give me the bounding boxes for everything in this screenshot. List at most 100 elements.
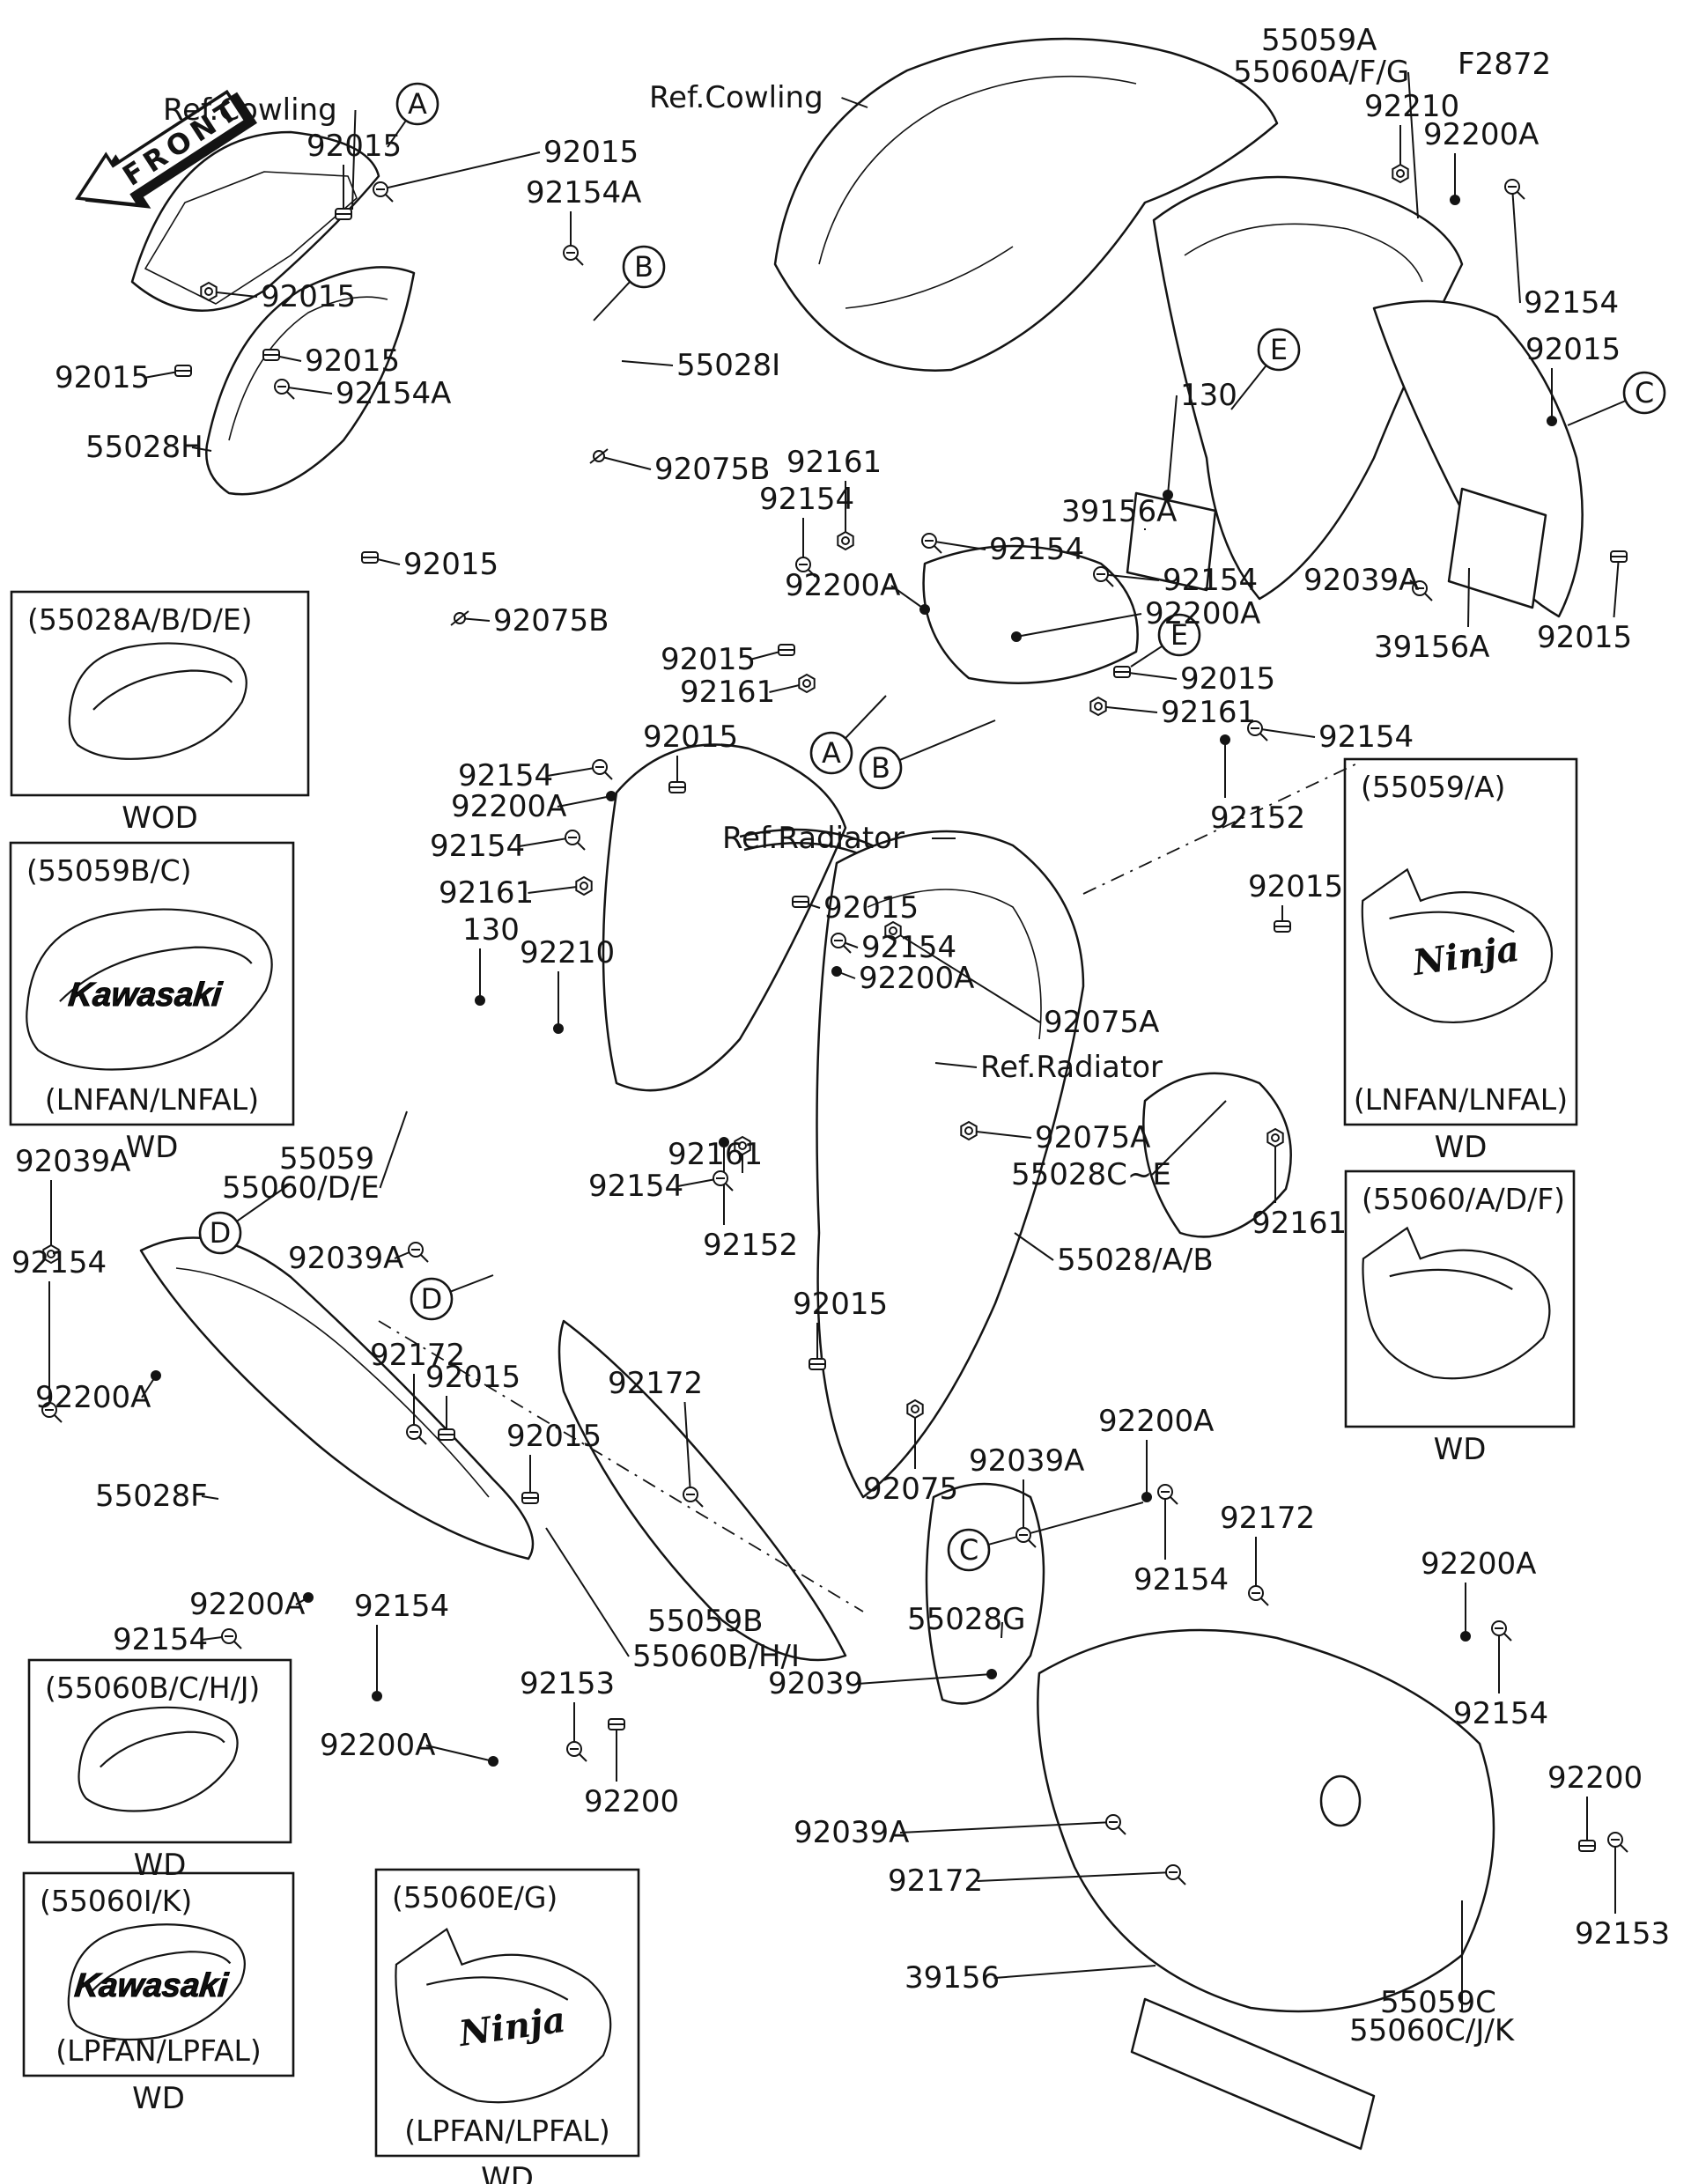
part-number-label: 92161: [668, 1137, 764, 1172]
reference-label: Ref.Cowling: [649, 80, 823, 115]
rivet-icon: [303, 1592, 314, 1603]
screw-icon: [1015, 1527, 1037, 1548]
inset-box-variant-code: (LPFAN/LPFAL): [55, 2033, 262, 2068]
inset-box-caption: WOD: [122, 801, 198, 836]
grommet-icon: [778, 644, 795, 656]
rivet-icon: [1163, 490, 1173, 500]
part-number-label: 92200A: [1421, 1546, 1537, 1582]
rivet-icon: [151, 1370, 161, 1381]
part-number-label: 92015: [543, 135, 639, 170]
grommet-icon: [809, 1358, 826, 1370]
inset-box-title: (55059B/C): [26, 853, 192, 888]
screw-icon: [1165, 1864, 1186, 1885]
pin-icon: [589, 448, 609, 464]
inset-box: [9, 841, 295, 1126]
screw-icon: [1412, 580, 1433, 601]
part-outlines: [130, 37, 1584, 2151]
nut-icon: [1392, 163, 1409, 184]
part-number-label: 92152: [703, 1228, 799, 1263]
inset-box-caption: WD: [481, 2161, 534, 2184]
part-number-label: 92154: [1524, 285, 1620, 321]
screw-icon: [41, 1402, 63, 1423]
screw-icon: [592, 759, 613, 780]
part-number-label: 92075A: [1035, 1120, 1151, 1155]
svg-text:B: B: [634, 250, 654, 284]
reference-label: F2872: [1458, 47, 1552, 82]
part-number-label: 92200A: [1145, 596, 1261, 631]
part-number-label: 92039A: [969, 1443, 1085, 1479]
screw-icon: [1247, 720, 1268, 742]
pin-icon: [450, 610, 469, 626]
part-number-label: 92154: [1453, 1696, 1549, 1731]
rivet-icon: [919, 604, 930, 615]
inset-box-title: (55028A/B/D/E): [27, 602, 253, 637]
part-number-label: 55028/A/B: [1057, 1243, 1214, 1278]
part-number-label: 92200: [584, 1784, 680, 1819]
inset-box: [10, 590, 310, 797]
part-number-label: 92015: [261, 279, 357, 314]
part-number-label: 92161: [680, 675, 776, 710]
callout-circle-D: D: [198, 1211, 242, 1255]
part-number-label: 92154A: [336, 376, 452, 411]
part-number-label: 39156A: [1061, 494, 1178, 529]
part-number-label: 92015: [643, 719, 739, 755]
screw-icon: [274, 379, 295, 400]
grommet-icon: [1610, 550, 1628, 563]
svg-text:A: A: [822, 736, 841, 770]
part-number-label: 39156A: [1374, 630, 1490, 665]
part-number-label: 92015: [305, 343, 401, 379]
part-number-label: 92200A: [1098, 1404, 1215, 1439]
part-number-label: 39156: [905, 1960, 1001, 1996]
part-number-label: 92161: [1252, 1206, 1348, 1241]
screw-icon: [373, 181, 394, 203]
part-number-label: 92015: [823, 890, 919, 926]
nut-icon: [798, 673, 816, 694]
screw-icon: [713, 1170, 734, 1192]
part-number-label: 92015: [661, 642, 757, 677]
inset-box-caption: WD: [133, 1848, 187, 1883]
part-number-label: 55059C: [1380, 1985, 1496, 2020]
inset-part-sketch: [1362, 1226, 1551, 1380]
part-number-label: 92172: [888, 1863, 984, 1899]
rivet-icon: [372, 1691, 382, 1701]
part-number-label: 92200: [1547, 1760, 1643, 1796]
callout-circle-C: C: [1622, 371, 1666, 415]
part-number-label: 92015: [793, 1287, 889, 1322]
nut-icon: [906, 1398, 924, 1420]
part-number-label: 92200A: [785, 568, 901, 603]
part-number-label: 92154: [1133, 1562, 1229, 1597]
svg-text:C: C: [959, 1533, 978, 1567]
part-number-label: 55060C/J/K: [1349, 2013, 1515, 2048]
part-number-label: 92172: [608, 1366, 704, 1401]
part-number-label: 92015: [1248, 869, 1344, 904]
inset-box: [374, 1868, 640, 2158]
svg-text:E: E: [1170, 618, 1188, 652]
screw-icon: [1093, 566, 1114, 587]
part-number-label: 92075B: [493, 603, 609, 638]
reference-label: Ref.Radiator: [980, 1050, 1163, 1085]
callout-circle-B: B: [622, 245, 666, 289]
part-number-label: 92154: [354, 1589, 450, 1624]
callout-circle-C: C: [947, 1528, 991, 1572]
grommet-icon: [792, 896, 809, 908]
screw-icon: [563, 245, 584, 266]
part-number-label: 92210: [520, 935, 616, 970]
part-number-label: 92161: [1161, 695, 1257, 730]
grommet-icon: [174, 365, 192, 377]
grommet-icon: [361, 551, 379, 564]
kawasaki-logo: Kawasaki: [66, 977, 224, 1015]
part-number-label: 92153: [1575, 1916, 1671, 1952]
part-number-label: 92200A: [451, 789, 567, 824]
inset-box: [1344, 1169, 1576, 1428]
rivet-icon: [719, 1137, 729, 1147]
part-number-label: 92039: [768, 1666, 864, 1701]
svg-text:A: A: [408, 87, 427, 121]
part-number-label: 92015: [506, 1419, 602, 1454]
rivet-icon: [475, 995, 485, 1006]
grommet-icon: [262, 349, 280, 361]
inset-box: [22, 1871, 295, 2077]
reference-label: Ref.Cowling: [163, 92, 337, 128]
kawasaki-logo: Kawasaki: [72, 1967, 230, 2005]
reference-label: Ref.Radiator: [722, 821, 905, 856]
callout-circle-D: D: [410, 1277, 454, 1321]
